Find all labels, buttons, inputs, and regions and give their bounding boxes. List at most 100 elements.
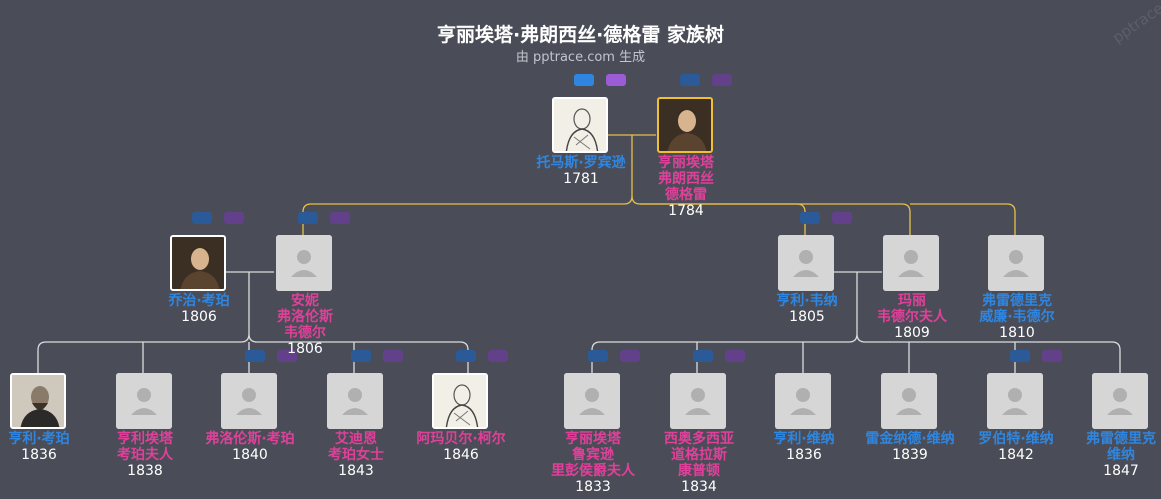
person-name-line: 考珀女士 bbox=[328, 447, 384, 463]
person-name-line: 威廉·韦德尔 bbox=[979, 309, 1055, 325]
expand-ancestors-button[interactable] bbox=[800, 212, 820, 224]
expand-ancestors-button[interactable] bbox=[351, 350, 371, 362]
person-name-line: 弗朗西丝 bbox=[658, 171, 714, 187]
page-subtitle: 由 pptrace.com 生成 bbox=[515, 50, 646, 65]
avatar-placeholder-icon[interactable] bbox=[327, 373, 383, 429]
avatar-placeholder-icon[interactable] bbox=[883, 235, 939, 291]
person-birth-year: 1809 bbox=[894, 325, 930, 341]
expand-ancestors-button[interactable] bbox=[192, 212, 212, 224]
person-birth-year: 1781 bbox=[563, 171, 599, 187]
person-birth-year: 1834 bbox=[681, 479, 717, 495]
expand-ancestors-button[interactable] bbox=[574, 74, 594, 86]
expand-ancestors-button[interactable] bbox=[680, 74, 700, 86]
expand-spouse-button[interactable] bbox=[832, 212, 852, 224]
person-name-line: 艾迪恩 bbox=[335, 431, 377, 447]
avatar-placeholder-icon[interactable] bbox=[116, 373, 172, 429]
expand-spouse-button[interactable] bbox=[330, 212, 350, 224]
expand-spouse-button[interactable] bbox=[712, 74, 732, 86]
expand-spouse-button[interactable] bbox=[224, 212, 244, 224]
person-name-line: 韦德尔夫人 bbox=[877, 309, 947, 325]
avatar-placeholder-icon[interactable] bbox=[881, 373, 937, 429]
person-name-line: 西奥多西亚 bbox=[664, 431, 734, 447]
person-name-line: 安妮 bbox=[291, 293, 319, 309]
person-name-line: 托马斯·罗宾逊 bbox=[536, 155, 626, 171]
avatar-placeholder-icon[interactable] bbox=[564, 373, 620, 429]
person-birth-year: 1836 bbox=[786, 447, 822, 463]
avatar-placeholder-icon[interactable] bbox=[276, 235, 332, 291]
person-birth-year: 1839 bbox=[892, 447, 928, 463]
person-photo[interactable] bbox=[170, 235, 226, 291]
person-name-line: 德格雷 bbox=[665, 187, 707, 203]
expand-ancestors-button[interactable] bbox=[588, 350, 608, 362]
person-name-line: 韦德尔 bbox=[284, 325, 326, 341]
person-birth-year: 1805 bbox=[789, 309, 825, 325]
person-name-line: 道格拉斯 bbox=[671, 447, 727, 463]
person-birth-year: 1806 bbox=[181, 309, 217, 325]
person-name-line: 亨利·考珀 bbox=[8, 431, 70, 447]
person-name-line: 弗雷德里克 bbox=[982, 293, 1052, 309]
person-name-line: 弗雷德里克 bbox=[1086, 431, 1156, 447]
avatar-placeholder-icon[interactable] bbox=[1092, 373, 1148, 429]
expand-spouse-button[interactable] bbox=[725, 350, 745, 362]
page-title: 亨丽埃塔·弗朗西丝·德格雷 家族树 bbox=[436, 24, 725, 46]
expand-ancestors-button[interactable] bbox=[245, 350, 265, 362]
person-name-line: 阿玛贝尔·柯尔 bbox=[416, 431, 506, 447]
avatar-placeholder-icon[interactable] bbox=[670, 373, 726, 429]
person-birth-year: 1846 bbox=[443, 447, 479, 463]
person-birth-year: 1784 bbox=[668, 203, 704, 219]
person-name-line: 亨丽埃塔 bbox=[565, 431, 621, 447]
person-photo[interactable] bbox=[432, 373, 488, 429]
avatar-placeholder-icon[interactable] bbox=[778, 235, 834, 291]
expand-ancestors-button[interactable] bbox=[456, 350, 476, 362]
expand-spouse-button[interactable] bbox=[620, 350, 640, 362]
person-photo[interactable] bbox=[657, 97, 713, 153]
avatar-placeholder-icon[interactable] bbox=[988, 235, 1044, 291]
person-name-line: 乔治·考珀 bbox=[168, 293, 230, 309]
avatar-placeholder-icon[interactable] bbox=[221, 373, 277, 429]
connector-left-couple bbox=[37, 271, 469, 374]
avatar-placeholder-icon[interactable] bbox=[987, 373, 1043, 429]
person-birth-year: 1833 bbox=[575, 479, 611, 495]
person-photo[interactable] bbox=[10, 373, 66, 429]
expand-ancestors-button[interactable] bbox=[298, 212, 318, 224]
person-birth-year: 1842 bbox=[998, 447, 1034, 463]
person-name-line: 鲁宾逊 bbox=[572, 447, 614, 463]
person-birth-year: 1847 bbox=[1103, 463, 1139, 479]
person-birth-year: 1838 bbox=[127, 463, 163, 479]
person-photo[interactable] bbox=[552, 97, 608, 153]
avatar-placeholder-icon[interactable] bbox=[775, 373, 831, 429]
expand-ancestors-button[interactable] bbox=[693, 350, 713, 362]
person-birth-year: 1836 bbox=[21, 447, 57, 463]
expand-spouse-button[interactable] bbox=[606, 74, 626, 86]
person-name-line: 罗伯特·维纳 bbox=[978, 431, 1054, 447]
person-birth-year: 1843 bbox=[338, 463, 374, 479]
expand-spouse-button[interactable] bbox=[277, 350, 297, 362]
expand-spouse-button[interactable] bbox=[1042, 350, 1062, 362]
expand-spouse-button[interactable] bbox=[488, 350, 508, 362]
person-name-line: 弗洛伦斯 bbox=[277, 309, 333, 325]
expand-spouse-button[interactable] bbox=[383, 350, 403, 362]
person-name-line: 维纳 bbox=[1107, 447, 1135, 463]
expand-ancestors-button[interactable] bbox=[1010, 350, 1030, 362]
person-name-line: 亨利·韦纳 bbox=[776, 293, 838, 309]
person-name-line: 玛丽 bbox=[898, 293, 926, 309]
person-name-line: 弗洛伦斯·考珀 bbox=[205, 431, 295, 447]
